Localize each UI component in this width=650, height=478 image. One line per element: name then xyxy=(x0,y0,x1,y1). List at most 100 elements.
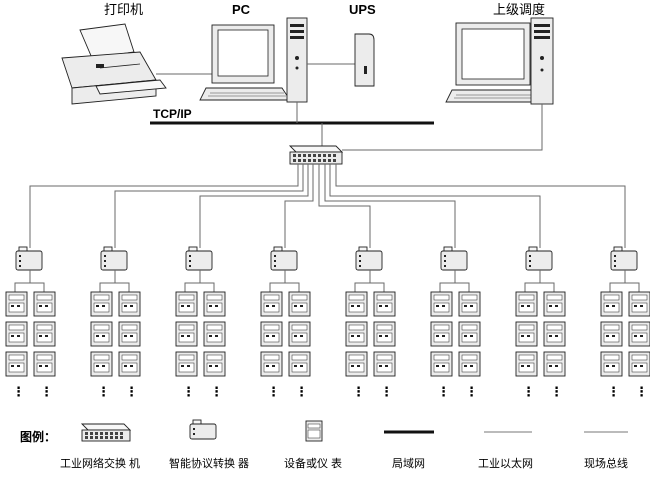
ethernet-link xyxy=(329,164,541,248)
device-icon xyxy=(515,321,538,347)
device-icon xyxy=(90,321,113,347)
device-icon xyxy=(543,321,566,347)
continuation-mark: ⋮ xyxy=(522,384,535,399)
device-icon xyxy=(345,351,368,377)
continuation-mark: ⋮ xyxy=(295,384,308,399)
continuation-mark: ⋮ xyxy=(40,384,53,399)
fieldbus-link xyxy=(609,270,626,292)
ethernet-link xyxy=(284,164,314,248)
device-icon xyxy=(33,351,56,377)
device-icon xyxy=(288,321,311,347)
legend-lan-label: 局域网 xyxy=(392,457,425,470)
device-icon xyxy=(118,321,141,347)
device-icon xyxy=(203,321,226,347)
device-icon xyxy=(430,321,453,347)
device-icon xyxy=(628,321,650,347)
device-icon xyxy=(373,321,396,347)
bay: ⋮⋮ xyxy=(175,246,226,399)
ethernet-link xyxy=(318,164,371,248)
device-icon xyxy=(260,321,283,347)
dispatch-switch-link xyxy=(342,104,543,151)
fieldbus-link xyxy=(540,282,555,292)
device-icon xyxy=(600,321,623,347)
continuation-mark: ⋮ xyxy=(182,384,195,399)
device-icon xyxy=(628,351,650,377)
device-icon xyxy=(628,291,650,317)
ups-icon xyxy=(354,33,375,87)
device-icon xyxy=(90,351,113,377)
ethernet-fanout xyxy=(29,164,626,248)
bay-group: ⋮⋮⋮⋮⋮⋮⋮⋮⋮⋮⋮⋮⋮⋮⋮⋮ xyxy=(5,246,650,399)
continuation-mark: ⋮ xyxy=(12,384,25,399)
legend-device-icon xyxy=(305,420,323,442)
legend-device-label: 设备或仪 表 xyxy=(284,456,342,470)
printer-icon xyxy=(61,23,167,105)
device-icon xyxy=(600,291,623,317)
device-icon xyxy=(118,291,141,317)
ethernet-link xyxy=(29,164,299,248)
pc-icon xyxy=(199,17,308,103)
protocol-converter-icon xyxy=(610,246,638,271)
fieldbus-link xyxy=(184,270,201,292)
ethernet-link xyxy=(335,164,626,248)
device-icon xyxy=(5,321,28,347)
device-icon xyxy=(5,291,28,317)
pc-label: PC xyxy=(232,2,251,17)
continuation-mark: ⋮ xyxy=(125,384,138,399)
device-icon xyxy=(175,351,198,377)
protocol-converter-icon xyxy=(15,246,43,271)
continuation-mark: ⋮ xyxy=(465,384,478,399)
continuation-mark: ⋮ xyxy=(97,384,110,399)
legend-converter-label: 智能协议转换 器 xyxy=(169,456,249,470)
device-icon xyxy=(373,351,396,377)
fieldbus-link xyxy=(269,270,286,292)
fieldbus-link xyxy=(354,270,371,292)
bay: ⋮⋮ xyxy=(260,246,311,399)
continuation-mark: ⋮ xyxy=(380,384,393,399)
fieldbus-link xyxy=(115,282,130,292)
fieldbus-link xyxy=(30,282,45,292)
bay: ⋮⋮ xyxy=(90,246,141,399)
device-icon xyxy=(203,291,226,317)
device-icon xyxy=(458,321,481,347)
device-icon xyxy=(90,291,113,317)
device-icon xyxy=(288,351,311,377)
fieldbus-link xyxy=(524,270,541,292)
legend-switch-label: 工业网络交换 机 xyxy=(60,456,140,470)
fieldbus-link xyxy=(625,282,640,292)
device-icon xyxy=(203,351,226,377)
dispatch-label: 上级调度 xyxy=(493,2,545,17)
central-switch-icon xyxy=(288,145,344,165)
continuation-mark: ⋮ xyxy=(607,384,620,399)
fieldbus-link xyxy=(370,282,385,292)
device-icon xyxy=(175,321,198,347)
device-icon xyxy=(33,291,56,317)
bay: ⋮⋮ xyxy=(5,246,56,399)
device-icon xyxy=(118,351,141,377)
legend-fieldbus-label: 现场总线 xyxy=(584,456,628,470)
continuation-mark: ⋮ xyxy=(437,384,450,399)
continuation-mark: ⋮ xyxy=(550,384,563,399)
bay: ⋮⋮ xyxy=(515,246,566,399)
ethernet-link xyxy=(199,164,309,248)
device-icon xyxy=(260,291,283,317)
protocol-converter-icon xyxy=(355,246,383,271)
device-icon xyxy=(430,351,453,377)
continuation-mark: ⋮ xyxy=(352,384,365,399)
bay: ⋮⋮ xyxy=(345,246,396,399)
lan-label: TCP/IP xyxy=(153,107,192,121)
legend-title: 图例： xyxy=(20,429,56,444)
device-icon xyxy=(175,291,198,317)
fieldbus-link xyxy=(285,282,300,292)
protocol-converter-icon xyxy=(100,246,128,271)
protocol-converter-icon xyxy=(525,246,553,271)
legend-switch-icon xyxy=(80,423,132,442)
fieldbus-link xyxy=(99,270,116,292)
device-icon xyxy=(458,291,481,317)
printer-label: 打印机 xyxy=(104,2,143,17)
legend-ethernet-label: 工业以太网 xyxy=(478,457,533,470)
protocol-converter-icon xyxy=(270,246,298,271)
ethernet-link xyxy=(114,164,304,248)
